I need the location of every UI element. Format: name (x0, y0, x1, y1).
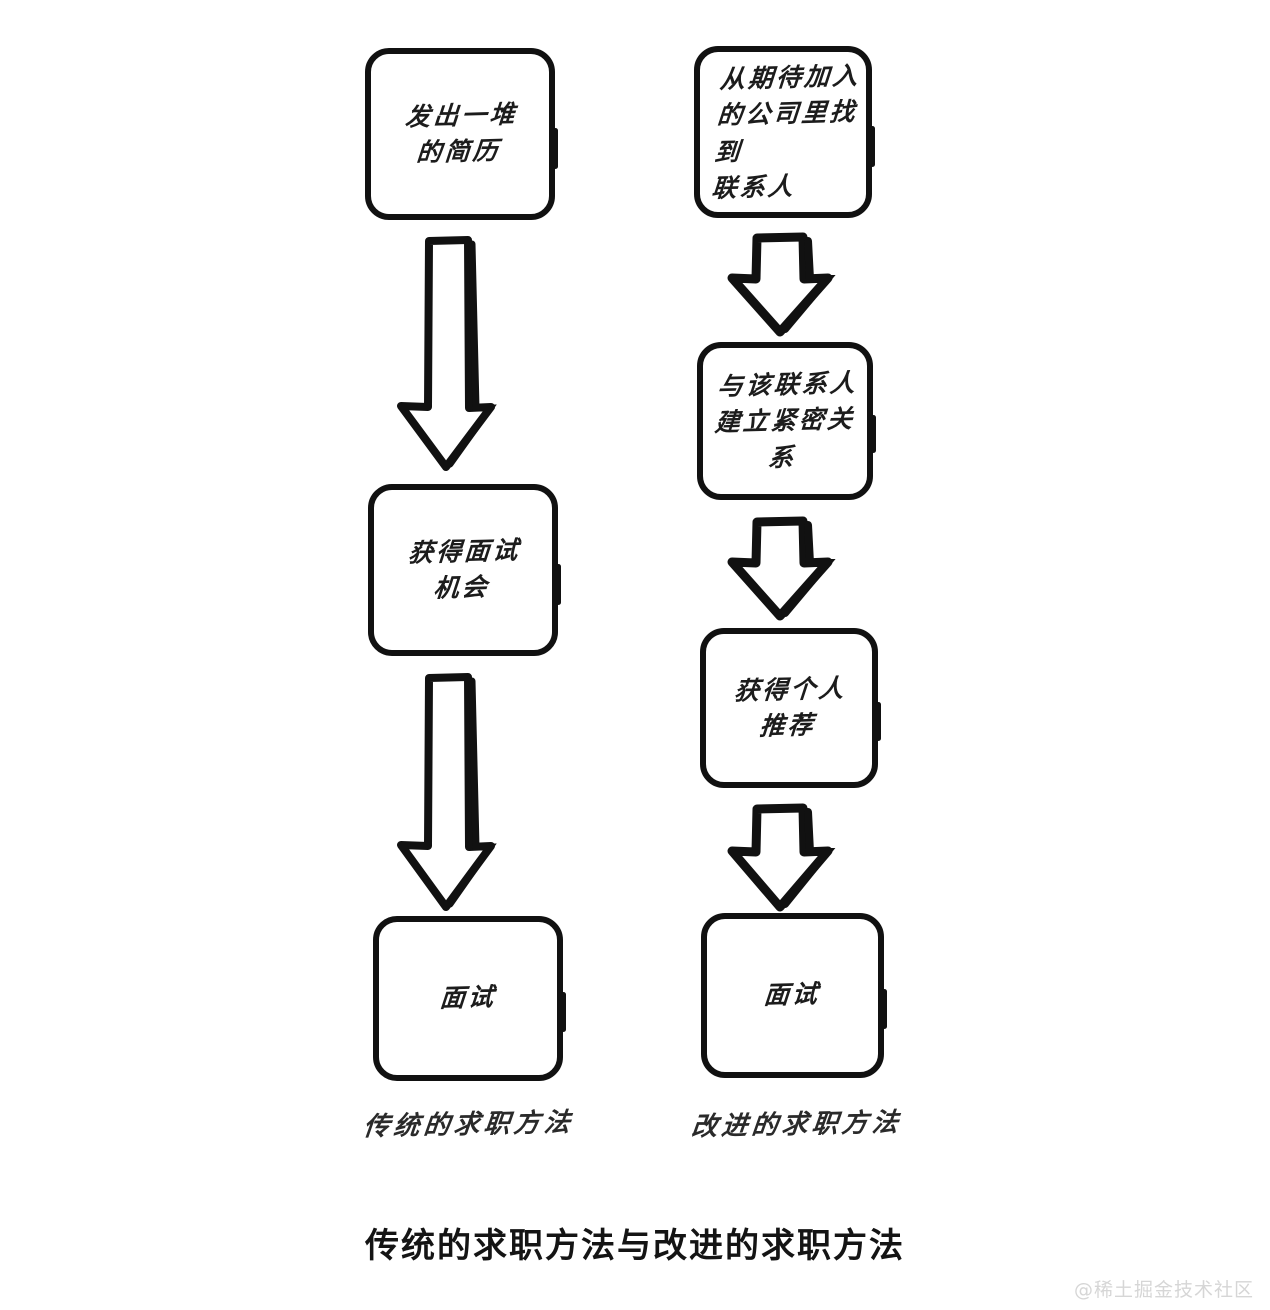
node-find-contact-label: 从期待加入 的公司里找到 联系人 (710, 60, 862, 203)
node-get-interview-chance: 获得面试 机会 (368, 484, 561, 656)
node-interview-right: 面试 (701, 913, 887, 1078)
node-get-interview-chance-label: 获得面试 机会 (407, 535, 522, 603)
node-interview-left-label: 面试 (438, 982, 498, 1014)
node-interview-left: 面试 (373, 916, 566, 1081)
column-caption-improved: 改进的求职方法 (689, 1107, 904, 1143)
arrow-right-2 (727, 516, 836, 621)
node-send-resumes: 发出一堆 的简历 (365, 48, 558, 220)
column-caption-traditional: 传统的求职方法 (361, 1107, 576, 1143)
figure-caption: 传统的求职方法与改进的求职方法 (365, 1226, 905, 1266)
node-build-relationship-label: 与该联系人 建立紧密关系 (713, 367, 860, 472)
node-interview-right-label: 面试 (763, 979, 822, 1011)
node-get-referral: 获得个人 推荐 (700, 628, 881, 788)
node-build-relationship: 与该联系人 建立紧密关系 (697, 342, 876, 500)
watermark: @稀土掘金技术社区 (1073, 1279, 1254, 1301)
node-find-contact: 从期待加入 的公司里找到 联系人 (694, 46, 875, 218)
node-send-resumes-label: 发出一堆 的简历 (404, 99, 519, 168)
arrow-right-3 (727, 803, 836, 912)
arrow-left-1 (397, 236, 497, 471)
arrow-right-1 (727, 232, 836, 337)
node-get-referral-label: 获得个人 推荐 (733, 673, 848, 741)
arrow-left-2 (397, 673, 497, 911)
